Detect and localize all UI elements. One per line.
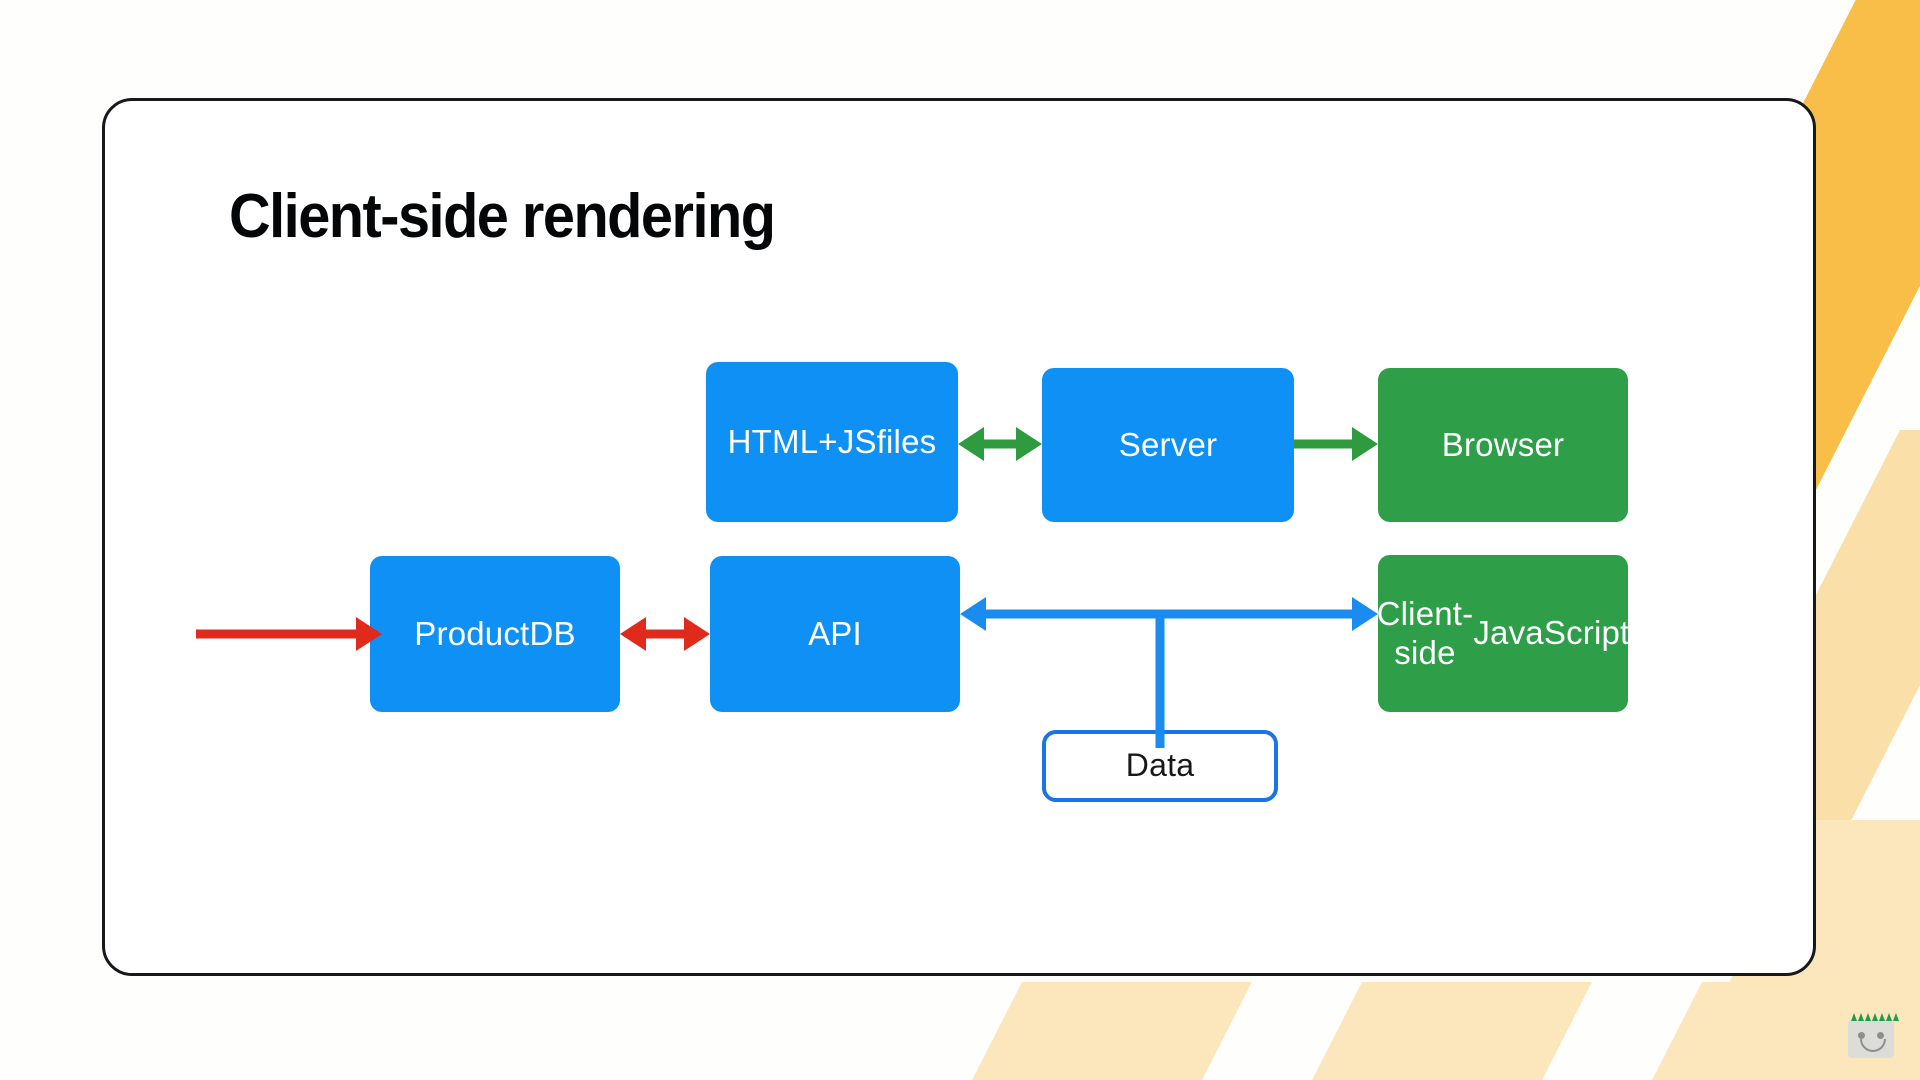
node-label-line: HTML+JS [727, 422, 877, 460]
logo-smile-icon [1860, 1039, 1886, 1052]
node-api: API [710, 556, 960, 712]
node-label-line: Server [1118, 425, 1218, 463]
connector-server-browser [1294, 424, 1378, 464]
node-server: Server [1042, 368, 1294, 522]
node-browser: Browser [1378, 368, 1628, 522]
connector-html-js-server [958, 424, 1042, 464]
node-label-line: Data [1125, 747, 1195, 784]
connector-api-client-js [960, 596, 1378, 748]
node-label-line: DB [529, 614, 576, 652]
connector-incoming-to-product-db [196, 614, 382, 654]
node-label-line: Product [414, 614, 530, 652]
page-title: Client-side rendering [229, 182, 776, 251]
node-label-line: JavaScript [1473, 614, 1630, 652]
slide-card: Client-side rendering [102, 98, 1816, 976]
node-label-line: Browser [1441, 425, 1565, 463]
connector-product-db-api [620, 614, 710, 654]
logo-spikes-icon [1851, 1013, 1899, 1021]
node-label-line: API [808, 614, 862, 652]
google-developers-smiley-logo [1848, 1013, 1899, 1058]
node-label-line: files [876, 422, 937, 460]
logo-eye-right-icon [1877, 1032, 1884, 1039]
node-label-line: Client-side [1376, 594, 1474, 671]
logo-eye-left-icon [1858, 1032, 1865, 1039]
